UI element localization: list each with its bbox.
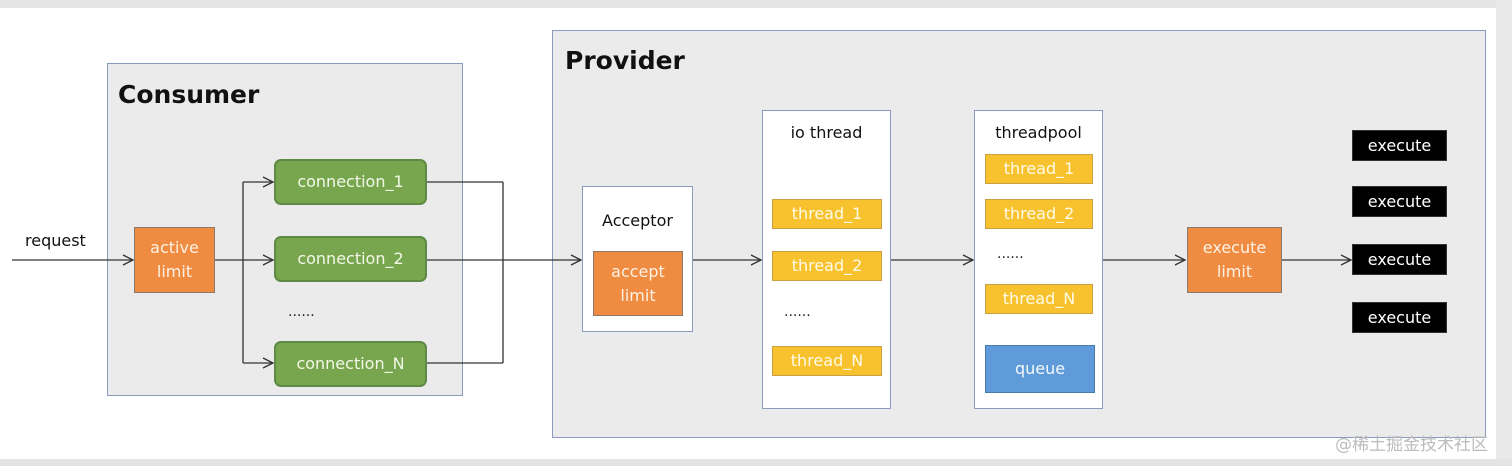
connection-n: connection_N <box>274 341 427 387</box>
right-border <box>1496 0 1512 466</box>
queue-box: queue <box>985 345 1095 393</box>
execute-box-1: execute <box>1352 130 1447 161</box>
connection-1: connection_1 <box>274 159 427 205</box>
execute-box-2: execute <box>1352 186 1447 217</box>
active-limit-box: active limit <box>134 227 215 293</box>
consumer-title: Consumer <box>118 80 260 109</box>
request-label: request <box>25 231 86 250</box>
io-thread-ellipsis: ...... <box>784 304 811 320</box>
connection-ellipsis: ...... <box>288 304 315 320</box>
provider-title: Provider <box>565 46 685 75</box>
pool-thread-n: thread_N <box>985 284 1093 314</box>
accept-limit-box: accept limit <box>593 251 683 316</box>
io-thread-1: thread_1 <box>772 199 882 229</box>
execute-box-4: execute <box>1352 302 1447 333</box>
connection-2: connection_2 <box>274 236 427 282</box>
acceptor-title: Acceptor <box>602 211 673 230</box>
top-border <box>0 0 1512 8</box>
execute-box-3: execute <box>1352 244 1447 275</box>
io-thread-n: thread_N <box>772 346 882 376</box>
pool-thread-ellipsis: ...... <box>997 246 1024 262</box>
io-thread-title: io thread <box>790 123 863 142</box>
io-thread-2: thread_2 <box>772 251 882 281</box>
watermark: @稀土掘金技术社区 <box>1335 435 1488 455</box>
bottom-border <box>0 459 1512 466</box>
pool-thread-1: thread_1 <box>985 154 1093 184</box>
threadpool-title: threadpool <box>995 123 1082 142</box>
pool-thread-2: thread_2 <box>985 199 1093 229</box>
execute-limit-box: execute limit <box>1187 227 1282 293</box>
